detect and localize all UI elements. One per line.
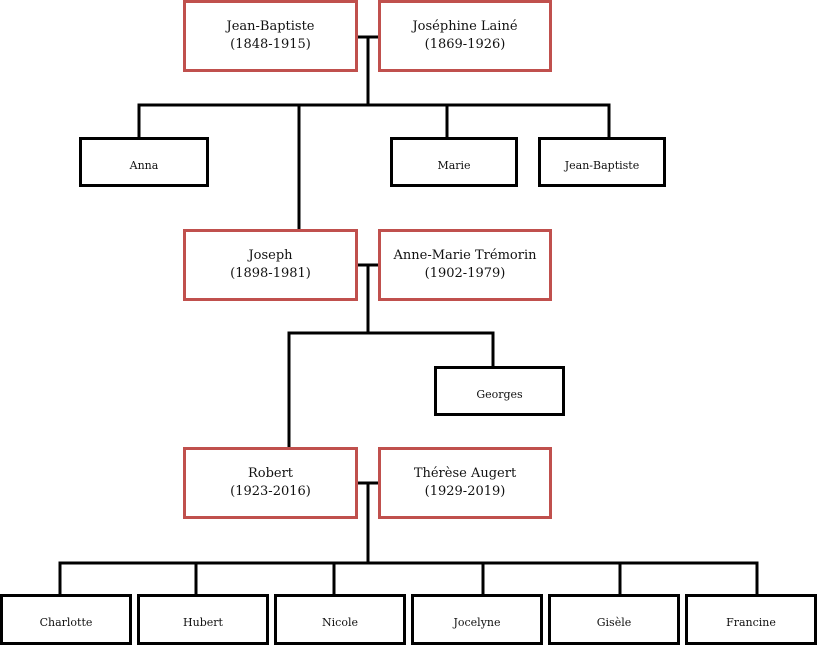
child-box-georges: Georges [434, 366, 565, 416]
child-name: Francine [726, 616, 776, 629]
person-dates: (1929-2019) [424, 484, 506, 499]
child-name: Georges [476, 387, 523, 401]
child-name: Jean-Baptiste [564, 158, 640, 172]
person-name: Joséphine Lainé [412, 19, 518, 34]
child-name: Charlotte [39, 616, 93, 629]
person-box-therese-augert: Thérèse Augert (1929-2019) [378, 447, 552, 519]
child-name: Gisèle [596, 616, 632, 629]
person-name: Joseph [248, 248, 293, 263]
person-box-jean-baptiste: Jean-Baptiste (1848-1915) [183, 0, 358, 72]
person-name: Anne-Marie Trémorin [393, 248, 537, 263]
person-name: Robert [247, 466, 294, 481]
child-box-nicole: Nicole [274, 594, 406, 645]
child-name: Hubert [183, 616, 223, 629]
child-box-gisele: Gisèle [548, 594, 680, 645]
child-box-jocelyne: Jocelyne [411, 594, 543, 645]
person-dates: (1902-1979) [424, 266, 506, 281]
person-dates: (1869-1926) [424, 37, 506, 52]
child-box-charlotte: Charlotte [0, 594, 132, 645]
person-box-josephine-laine: Joséphine Lainé (1869-1926) [378, 0, 552, 72]
person-box-joseph: Joseph (1898-1981) [183, 229, 358, 301]
person-dates: (1848-1915) [230, 37, 311, 52]
person-name: Jean-Baptiste [226, 19, 315, 34]
person-box-anne-marie-tremorin: Anne-Marie Trémorin (1902-1979) [378, 229, 552, 301]
child-name: Anna [129, 158, 159, 172]
person-name: Thérèse Augert [413, 466, 517, 481]
child-name: Marie [437, 158, 471, 172]
person-dates: (1923-2016) [230, 484, 311, 499]
child-name: Nicole [322, 616, 358, 629]
child-box-marie: Marie [390, 137, 518, 187]
child-name: Jocelyne [453, 616, 501, 629]
child-box-francine: Francine [685, 594, 817, 645]
child-box-hubert: Hubert [137, 594, 269, 645]
child-box-anna: Anna [79, 137, 209, 187]
person-dates: (1898-1981) [230, 266, 311, 281]
child-box-jean-baptiste: Jean-Baptiste [538, 137, 666, 187]
person-box-robert: Robert (1923-2016) [183, 447, 358, 519]
